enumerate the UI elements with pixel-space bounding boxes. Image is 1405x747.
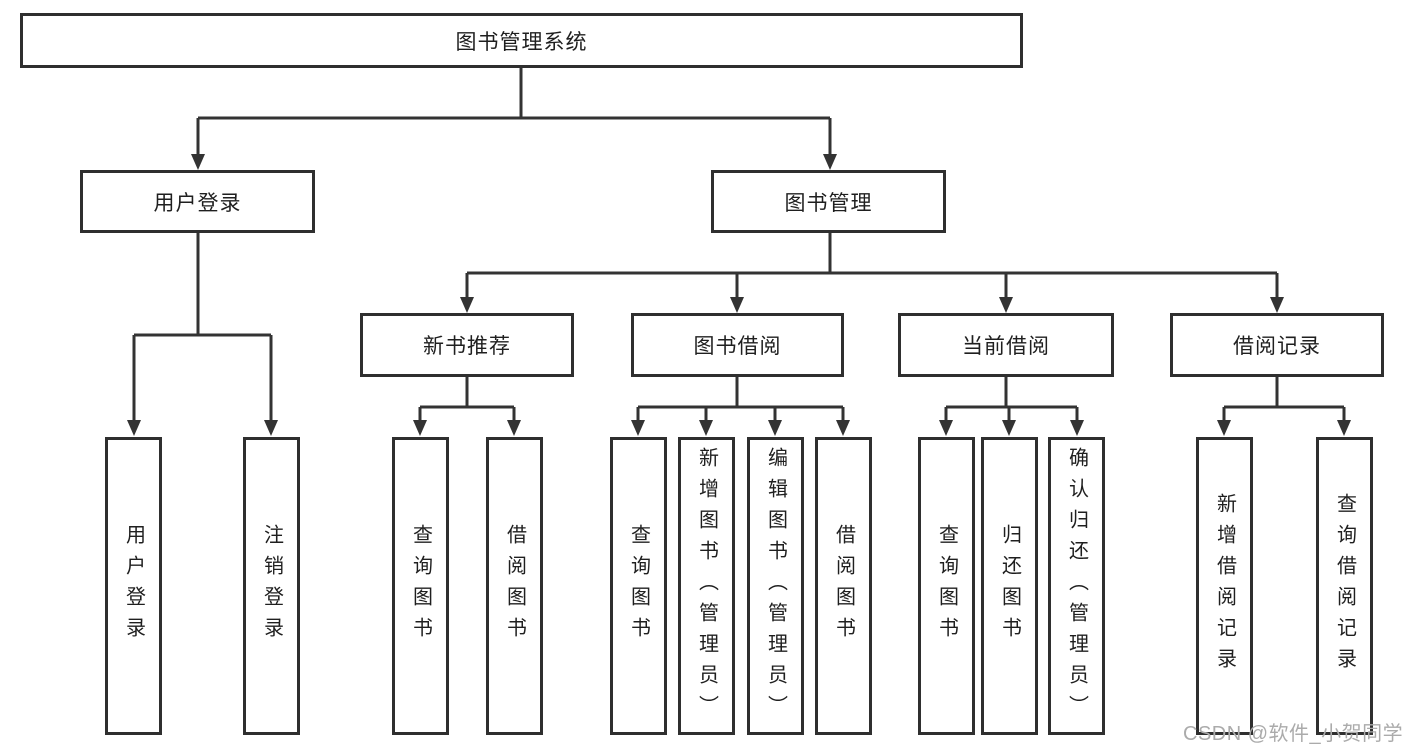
leaf-label: 编辑图书（管理员） (764, 446, 787, 726)
node-book-management: 图书管理 (711, 170, 946, 233)
leaf-query-books-recommend: 查询图书 (392, 437, 449, 735)
leaf-edit-books-admin: 编辑图书（管理员） (747, 437, 804, 735)
leaf-logout: 注销登录 (243, 437, 300, 735)
leaf-label: 确认归还（管理员） (1065, 446, 1088, 726)
node-label: 当前借阅 (962, 335, 1050, 358)
leaf-borrow-books-recommend: 借阅图书 (486, 437, 543, 735)
connector-current-borrow-to-leaves (939, 377, 1084, 436)
connector-borrow-record-to-leaves (1217, 377, 1351, 436)
leaf-query-books-borrow: 查询图书 (610, 437, 667, 735)
leaf-label: 查询图书 (409, 524, 432, 648)
leaf-label: 查询图书 (935, 524, 958, 648)
node-book-borrow: 图书借阅 (631, 313, 844, 377)
node-current-borrow: 当前借阅 (898, 313, 1114, 377)
node-label: 图书管理系统 (455, 30, 588, 54)
leaf-label: 新增借阅记录 (1213, 493, 1236, 679)
leaf-label: 借阅图书 (832, 524, 855, 648)
node-borrow-record: 借阅记录 (1170, 313, 1384, 377)
node-label: 新书推荐 (423, 335, 511, 358)
csdn-watermark: CSDN @软件_小贺同学 (1183, 723, 1404, 745)
node-label: 图书借阅 (693, 335, 782, 358)
leaf-add-books-admin: 新增图书（管理员） (678, 437, 735, 735)
leaf-label: 查询借阅记录 (1333, 493, 1356, 679)
leaf-label: 新增图书（管理员） (695, 446, 718, 726)
node-new-book-recommend: 新书推荐 (360, 313, 574, 377)
leaf-query-books-current: 查询图书 (918, 437, 975, 735)
leaf-label: 注销登录 (260, 524, 283, 648)
leaf-label: 借阅图书 (503, 524, 526, 648)
leaf-confirm-return-admin: 确认归还（管理员） (1048, 437, 1105, 735)
connector-user-login-to-leaves (127, 233, 278, 436)
leaf-borrow-books: 借阅图书 (815, 437, 872, 735)
node-label: 图书管理 (784, 191, 873, 215)
leaf-label: 查询图书 (627, 524, 650, 648)
connector-book-borrow-to-leaves (631, 377, 850, 436)
leaf-query-borrow-record: 查询借阅记录 (1316, 437, 1373, 735)
connector-root-to-level2 (191, 68, 837, 170)
connector-new-book-recommend-to-leaves (413, 377, 521, 436)
leaf-label: 归还图书 (998, 524, 1021, 648)
node-library-management-system: 图书管理系统 (20, 13, 1023, 68)
node-label: 借阅记录 (1233, 335, 1321, 358)
leaf-add-borrow-record: 新增借阅记录 (1196, 437, 1253, 735)
node-user-login: 用户登录 (80, 170, 315, 233)
connector-book-management-to-level3 (460, 233, 1284, 313)
leaf-return-books: 归还图书 (981, 437, 1038, 735)
leaf-label: 用户登录 (122, 524, 145, 648)
leaf-user-login: 用户登录 (105, 437, 162, 735)
node-label: 用户登录 (153, 191, 242, 215)
